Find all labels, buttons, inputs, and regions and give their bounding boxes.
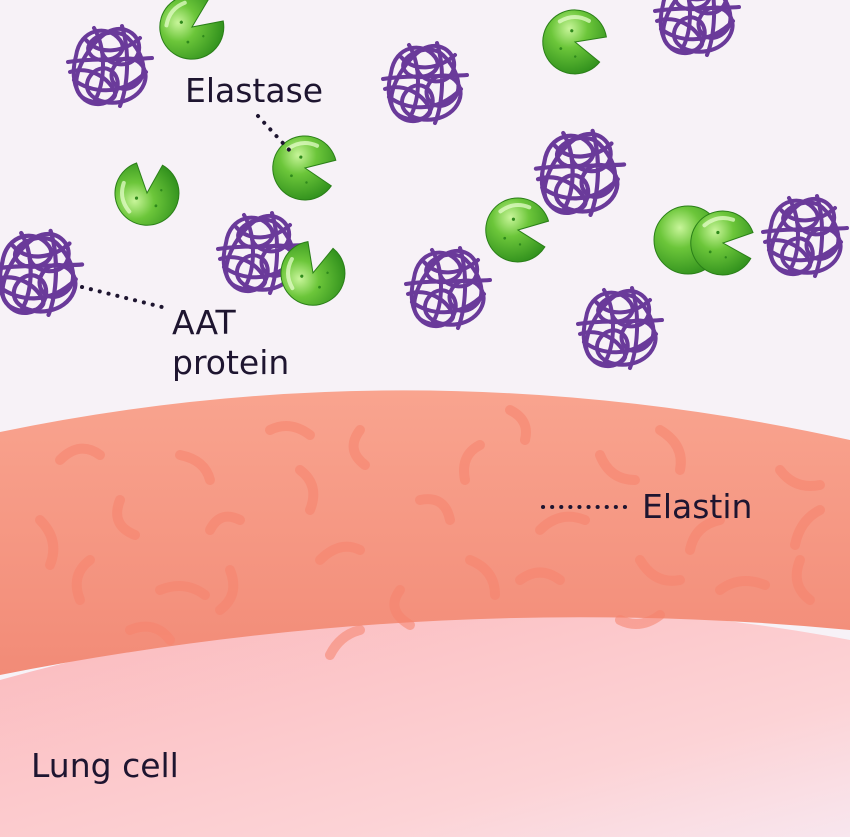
elastase-leader-line [256,114,294,155]
aat-label-line1: AAT [172,303,236,342]
aat-protein [653,0,741,57]
lung-cell-label: Lung cell [31,746,179,785]
aat-protein [381,41,469,125]
leader-lines [80,114,632,509]
aat-label-line2: protein [172,343,290,382]
aat-leader-line [80,285,168,310]
elastin-label: Elastin [642,487,753,526]
elastase-enzyme [479,191,554,268]
aat-protein [66,24,154,108]
aat-protein [536,131,624,215]
aat-protein-label: AAT protein [172,303,289,383]
aat-protein [576,286,664,370]
elastase-enzyme [110,159,184,230]
lung-cell-layer [0,608,850,837]
elastase-enzyme [265,128,342,207]
elastase-enzymes [110,0,757,315]
elastase-enzyme [145,0,237,74]
elastase-enzyme [533,0,614,83]
elastin-fibers [35,405,825,660]
aat-protein [0,231,82,315]
elastin-layer [0,390,850,675]
aat-protein [761,194,849,278]
aat-protein [404,246,492,330]
elastase-label: Elastase [185,71,324,110]
